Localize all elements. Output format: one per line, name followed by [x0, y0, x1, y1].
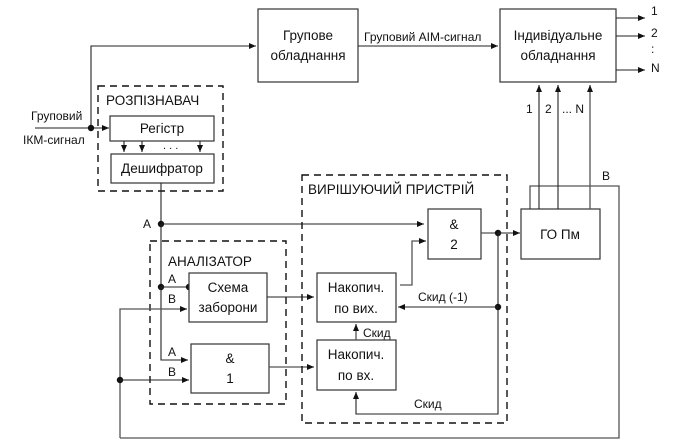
and1-in-b-label: В [168, 365, 176, 379]
analyzer-boundary [149, 240, 287, 405]
recognizer-group: РОЗПІЗНАВАЧ Регістр . . . Дешифратор [97, 85, 224, 192]
outputs: 1 2 : N [616, 4, 660, 75]
input-label-1: Груповий [31, 109, 82, 123]
and2-label-2: 2 [450, 237, 458, 252]
input-label-2: ІКМ-сигнал [23, 133, 85, 147]
node-a-label: А [143, 217, 151, 231]
individual-equipment-label-1: Індивідуальне [514, 28, 603, 43]
inhibit-circuit-block [188, 272, 268, 323]
aim-signal-label: Груповий АІМ-сигнал [364, 30, 481, 44]
a-to-and1-wire [160, 287, 188, 363]
acc-in-block [316, 339, 397, 391]
acc-out-block [316, 272, 397, 323]
register-block [109, 115, 215, 142]
acc-out-label-1: Накопич. [328, 280, 384, 295]
input-to-group-equipment-wire [90, 43, 256, 128]
b-to-inhibit-wire [119, 306, 187, 438]
decoder-label: Дешифратор [121, 161, 203, 176]
go-pm-block: ГО Пм [520, 208, 601, 260]
and1-block [190, 343, 270, 394]
feedback-b-wire [120, 185, 620, 439]
reset-bottom-wire [353, 233, 499, 415]
inhibit-label-2: заборони [199, 300, 258, 315]
and1-label-1: & [225, 351, 234, 366]
feedback-b-label: В [602, 169, 610, 183]
acc-out-label-2: по вих. [334, 301, 378, 316]
and1-label-2: 1 [226, 371, 234, 386]
go-pm-label: ГО Пм [540, 227, 580, 242]
and2-label-1: & [449, 217, 458, 232]
output-label-2: 2 [651, 26, 658, 40]
output-dots: : [651, 42, 654, 56]
recognizer-title: РОЗПІЗНАВАЧ [106, 93, 199, 108]
inhibit-label-1: Схема [208, 280, 249, 295]
register-dots: . . . [163, 140, 178, 152]
group-equipment-block: Групове обладнання [257, 8, 359, 83]
decoder-block [110, 153, 215, 184]
inhibit-in-b-label: В [168, 292, 176, 306]
input-junction-dot [87, 124, 95, 132]
decider-title: ВИРІШУЮЧИЙ ПРИСТРІЙ [308, 182, 474, 197]
individual-equipment-block: Індивідуальне обладнання [499, 8, 617, 83]
register-label: Регістр [140, 121, 184, 136]
decider-boundary [301, 174, 508, 424]
and1-in-a-label: А [168, 345, 176, 359]
reset-minus1-label: Скид (-1) [418, 290, 468, 304]
control-label-1: 1 [526, 102, 533, 116]
group-equipment-label-2: обладнання [270, 48, 345, 63]
analyzer-title: АНАЛІЗАТОР [168, 254, 252, 269]
inhibit-in-a-label: А [168, 272, 176, 286]
control-label-2: 2 [545, 102, 552, 116]
acc-in-label-2: по вх. [338, 368, 374, 383]
and2-block [427, 208, 482, 260]
control-label-n: ... N [562, 102, 584, 116]
individual-equipment-label-2: обладнання [520, 48, 595, 63]
group-equipment-label-1: Групове [283, 28, 333, 43]
acc-in-label-1: Накопич. [328, 347, 384, 362]
decider-group: ВИРІШУЮЧИЙ ПРИСТРІЙ & 2 Накопич. по вих.… [301, 174, 508, 424]
reset-bottom-label: Скид [414, 397, 442, 411]
analyzer-group: АНАЛІЗАТОР Схема заборони А В & 1 А В [149, 240, 287, 405]
acc-out-to-and2-wire [400, 238, 426, 286]
output-label-n: N [651, 61, 660, 75]
reset-inner-label: Скид [363, 326, 391, 340]
output-label-1: 1 [651, 4, 658, 18]
